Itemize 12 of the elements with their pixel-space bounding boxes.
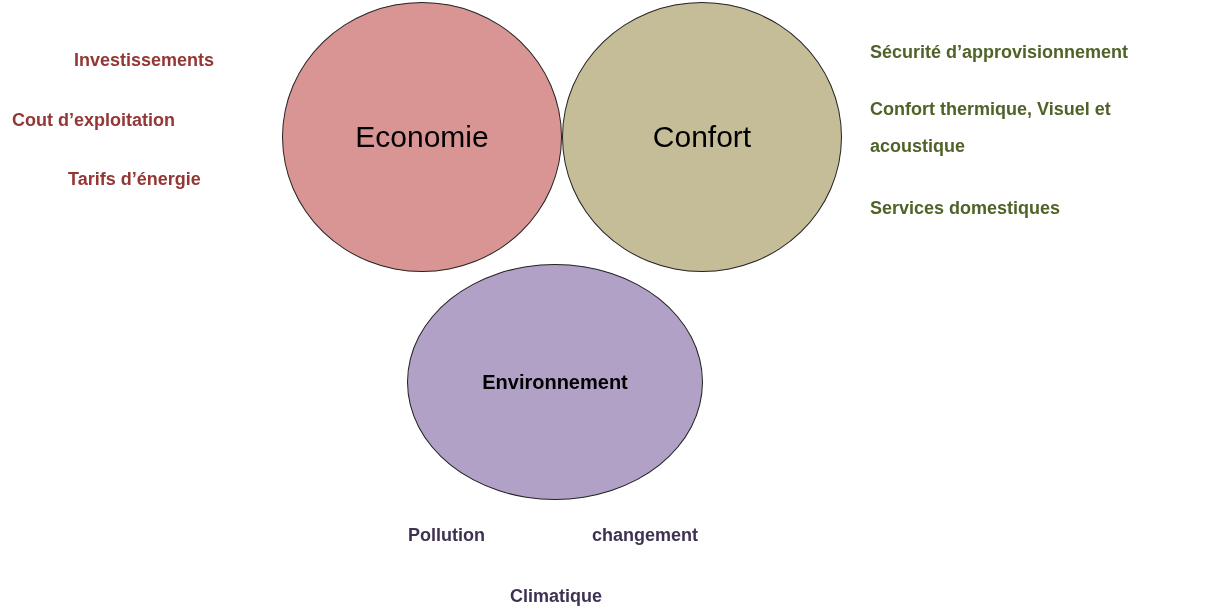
text-label: Investissements bbox=[74, 48, 215, 72]
text-label: Pollution bbox=[408, 523, 485, 547]
text-label: Sécurité d’approvisionnement bbox=[870, 40, 1129, 64]
text-label: Tarifs d’énergie bbox=[68, 167, 201, 191]
text-label: Confort thermique, Visuel et acoustique bbox=[870, 98, 1112, 158]
text-label: Cout d’exploitation bbox=[12, 108, 175, 132]
text-label: changement bbox=[592, 523, 699, 547]
circle-label: Environnement bbox=[482, 370, 628, 394]
text-label: Climatique bbox=[510, 584, 602, 608]
circle-label: Confort bbox=[652, 120, 752, 154]
circle-label: Economie bbox=[355, 120, 489, 154]
text-label: Services domestiques bbox=[870, 196, 1061, 220]
